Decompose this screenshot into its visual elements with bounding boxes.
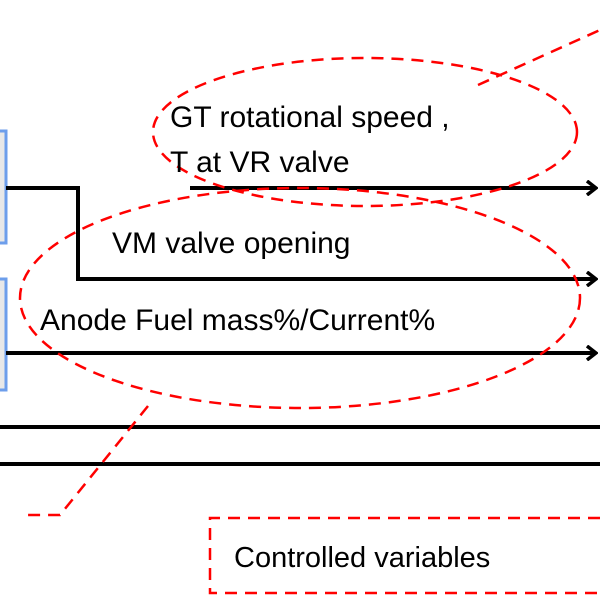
signal-line-vm-valve: [6, 186, 596, 279]
highlight-ellipse-gt: [151, 56, 579, 208]
highlight-ellipse-anode: [18, 186, 582, 410]
controller-block-1: [0, 129, 8, 245]
leader-line: [22, 405, 149, 517]
label-anode-fuel: Anode Fuel mass%/Current%: [40, 304, 435, 337]
leader-line-top-right: [477, 28, 600, 87]
controller-block-2: [0, 277, 8, 392]
legend-label: Controlled variables: [234, 542, 490, 574]
label-vm-valve: VM valve opening: [112, 227, 350, 260]
legend-box: [208, 516, 600, 595]
label-gt-speed: GT rotational speed ,: [170, 101, 450, 134]
label-t-vr-valve: T at VR valve: [170, 146, 350, 179]
